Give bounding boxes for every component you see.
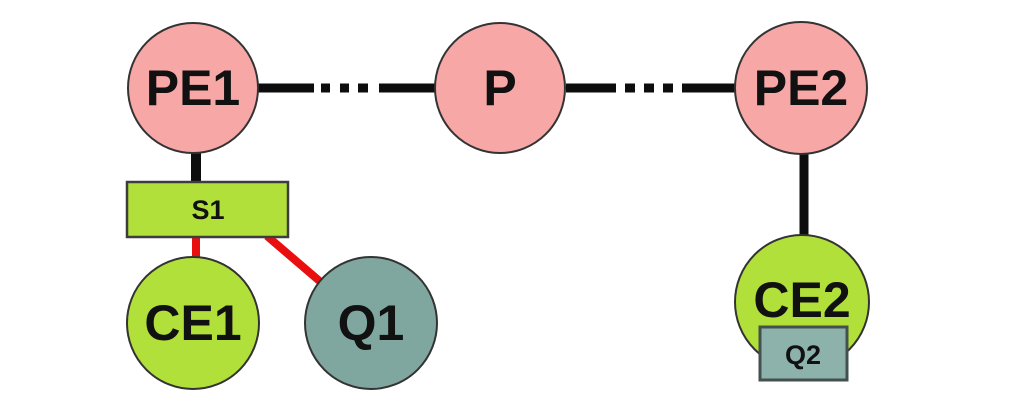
node-s1-label: S1 <box>191 195 224 225</box>
node-pe2-label: PE2 <box>754 60 849 116</box>
node-s1 <box>125 180 290 239</box>
node-q1 <box>304 256 438 390</box>
node-pe2 <box>734 21 868 155</box>
node-q2-label: Q2 <box>785 340 821 370</box>
node-p <box>434 22 566 154</box>
node-ce2-label: CE2 <box>753 272 850 328</box>
node-p-label: P <box>483 60 516 116</box>
node-q1-label: Q1 <box>338 295 405 351</box>
node-ce1 <box>126 256 260 390</box>
node-q2 <box>758 325 849 382</box>
link-s1-q1 <box>264 232 326 288</box>
node-ce1-label: CE1 <box>144 295 241 351</box>
node-pe1-label: PE1 <box>146 60 241 116</box>
node-pe1 <box>127 22 259 154</box>
